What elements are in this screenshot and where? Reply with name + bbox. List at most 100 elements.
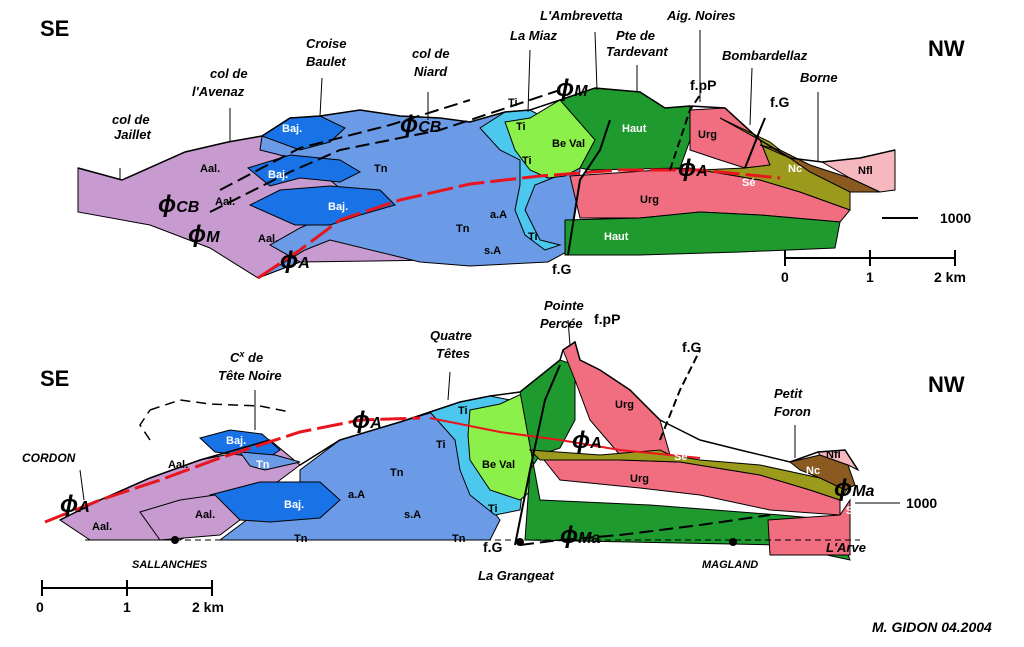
- thrust-a-bottom: [44, 416, 421, 524]
- orientation-se-top: SE: [40, 16, 69, 41]
- svg-text:Tn: Tn: [294, 533, 308, 545]
- svg-text:Baj.: Baj.: [282, 123, 302, 135]
- svg-text:Urg: Urg: [640, 194, 659, 206]
- fault-label-fg-bottom-right: f.G: [682, 339, 702, 355]
- thrust-label-a-bottom-left: ϕA: [60, 491, 90, 518]
- scale-bottom-2km: 2 km: [192, 599, 224, 615]
- svg-text:Urg: Urg: [630, 473, 649, 485]
- svg-text:Haut: Haut: [622, 123, 647, 135]
- svg-text:Tn: Tn: [456, 223, 470, 235]
- la-grangeat-marker: [516, 538, 524, 546]
- svg-text:Urg: Urg: [698, 129, 717, 141]
- svg-text:Sé: Sé: [742, 177, 755, 189]
- svg-text:s.A: s.A: [484, 245, 501, 257]
- eroded-fold-outline-2: [139, 409, 151, 441]
- svg-text:Tn: Tn: [452, 533, 466, 545]
- svg-text:Ti: Ti: [458, 405, 468, 417]
- thrust-ma-bottom: [519, 514, 771, 546]
- scale-top-0: 0: [781, 269, 789, 285]
- unit-baj-top-2: [246, 154, 362, 187]
- altitude-top-1000: 1000: [940, 210, 971, 226]
- scale-bottom-1: 1: [123, 599, 131, 615]
- fault-label-fg-top-right: f.G: [770, 94, 790, 110]
- unit-baj-bottom-2: [208, 481, 341, 523]
- thrust-label-a-bottom-right: ϕA: [572, 427, 602, 454]
- svg-text:Be Val: Be Val: [552, 138, 585, 150]
- svg-text:Sé: Sé: [674, 451, 687, 463]
- unit-labels-top: Baj. Baj. Baj. Aal. Aal. Aal. Tn Tn a.A …: [200, 97, 873, 257]
- svg-text:a.A: a.A: [490, 209, 507, 221]
- section-top-outline: [77, 87, 896, 181]
- svg-text:Ti: Ti: [436, 439, 446, 451]
- svg-text:Ti: Ti: [516, 121, 526, 133]
- place-cordon: CORDON: [22, 451, 76, 465]
- author-credit: M. GIDON 04.2004: [872, 619, 992, 635]
- svg-text:Aal.: Aal.: [195, 509, 215, 521]
- thrust-label-a-bottom: ϕA: [352, 407, 382, 434]
- thrust-m-top: [209, 89, 561, 213]
- svg-text:Haut: Haut: [604, 231, 629, 243]
- svg-text:Aal.: Aal.: [92, 521, 112, 533]
- svg-text:Urg: Urg: [615, 399, 634, 411]
- thrust-a-bottom-2: [429, 417, 701, 459]
- place-tete-noire: Cx de Tête Noire: [218, 349, 282, 383]
- svg-text:Sé: Sé: [846, 505, 859, 517]
- place-larve: L'Arve: [826, 540, 866, 555]
- peak-la-miaz: La Miaz: [510, 28, 557, 43]
- svg-text:Nfl: Nfl: [826, 449, 841, 461]
- svg-text:Be Val: Be Val: [482, 459, 515, 471]
- svg-text:Baj.: Baj.: [328, 201, 348, 213]
- unit-haut-top-lower: [564, 211, 841, 256]
- peak-bombardellaz: Bombardellaz: [722, 48, 808, 63]
- fault-label-fpp-top: f.pP: [690, 77, 716, 93]
- fault-fg2-bottom: [659, 349, 701, 441]
- svg-text:Ti: Ti: [528, 231, 538, 243]
- svg-text:Tn: Tn: [374, 163, 388, 175]
- svg-text:Baj.: Baj.: [226, 435, 246, 447]
- svg-text:Aal.: Aal.: [215, 196, 235, 208]
- svg-text:Baj.: Baj.: [268, 169, 288, 181]
- peak-pointers-top: [119, 30, 819, 180]
- scale-bar-top: [784, 217, 956, 266]
- svg-text:Tn: Tn: [256, 459, 270, 471]
- thrust-cb-top: [219, 99, 471, 191]
- peak-pointers-bottom: [79, 319, 900, 504]
- svg-text:Nc: Nc: [806, 465, 820, 477]
- svg-text:Ti: Ti: [508, 97, 518, 109]
- sallanches-marker: [171, 536, 179, 544]
- eroded-fold-outline: [149, 399, 291, 413]
- orientation-nw-bottom: NW: [928, 372, 965, 397]
- thrust-label-cb-top: ϕCB: [400, 111, 441, 138]
- unit-tn-bottom-1: [238, 451, 301, 471]
- svg-text:Baj.: Baj.: [284, 499, 304, 511]
- scale-top-2km: 2 km: [934, 269, 966, 285]
- orientation-se-bottom: SE: [40, 366, 69, 391]
- magland-marker: [729, 538, 737, 546]
- thrust-a-top: [257, 168, 781, 280]
- unit-urg-bottom-3: [767, 498, 851, 556]
- peak-lambrevetta: L'Ambrevetta: [540, 8, 623, 23]
- fault-label-fpp-bottom: f.pP: [594, 311, 620, 327]
- altitude-bottom-1000: 1000: [906, 495, 937, 511]
- svg-text:a.A: a.A: [348, 489, 365, 501]
- svg-text:Nc: Nc: [788, 163, 802, 175]
- fault-label-fg-top: f.G: [552, 261, 572, 277]
- fault-label-fg-bottom: f.G: [483, 539, 503, 555]
- peak-aig-noires: Aig. Noires: [666, 8, 736, 23]
- peak-borne: Borne: [800, 70, 838, 85]
- place-magland: MAGLAND: [702, 559, 758, 571]
- svg-text:Nfl: Nfl: [858, 165, 873, 177]
- scale-top-1: 1: [866, 269, 874, 285]
- svg-text:Tn: Tn: [390, 467, 404, 479]
- fault-fg-bottom: [514, 364, 561, 546]
- thrust-label-ma-bottom-right: ϕMa: [834, 475, 875, 502]
- fault-fg2-top: [744, 117, 766, 169]
